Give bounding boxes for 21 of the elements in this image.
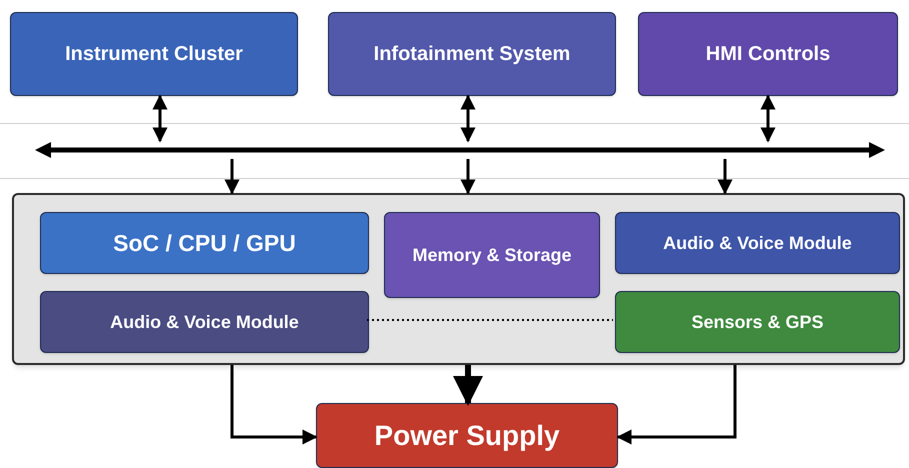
component-box: SoC / CPU / GPU xyxy=(40,212,369,274)
component-box: Audio & Voice Module xyxy=(40,291,369,353)
bus-line xyxy=(35,141,885,159)
arrow xyxy=(718,159,732,194)
component-box: Instrument Cluster xyxy=(10,12,298,96)
arrow xyxy=(616,365,736,444)
arrow xyxy=(152,94,168,142)
component-box: HMI Controls xyxy=(638,12,898,96)
arrow xyxy=(453,365,483,406)
dotted-line xyxy=(367,319,613,321)
component-box: Infotainment System xyxy=(328,12,616,96)
module-panel xyxy=(12,193,905,365)
component-box: Memory & Storage xyxy=(384,212,600,298)
arrow xyxy=(460,94,476,142)
arrow xyxy=(460,159,476,194)
arrow xyxy=(224,159,240,194)
component-box: Audio & Voice Module xyxy=(615,212,900,274)
arrow xyxy=(230,365,318,444)
component-box: Sensors & GPS xyxy=(615,291,900,353)
component-box: Power Supply xyxy=(316,403,618,468)
arrow xyxy=(760,94,776,142)
